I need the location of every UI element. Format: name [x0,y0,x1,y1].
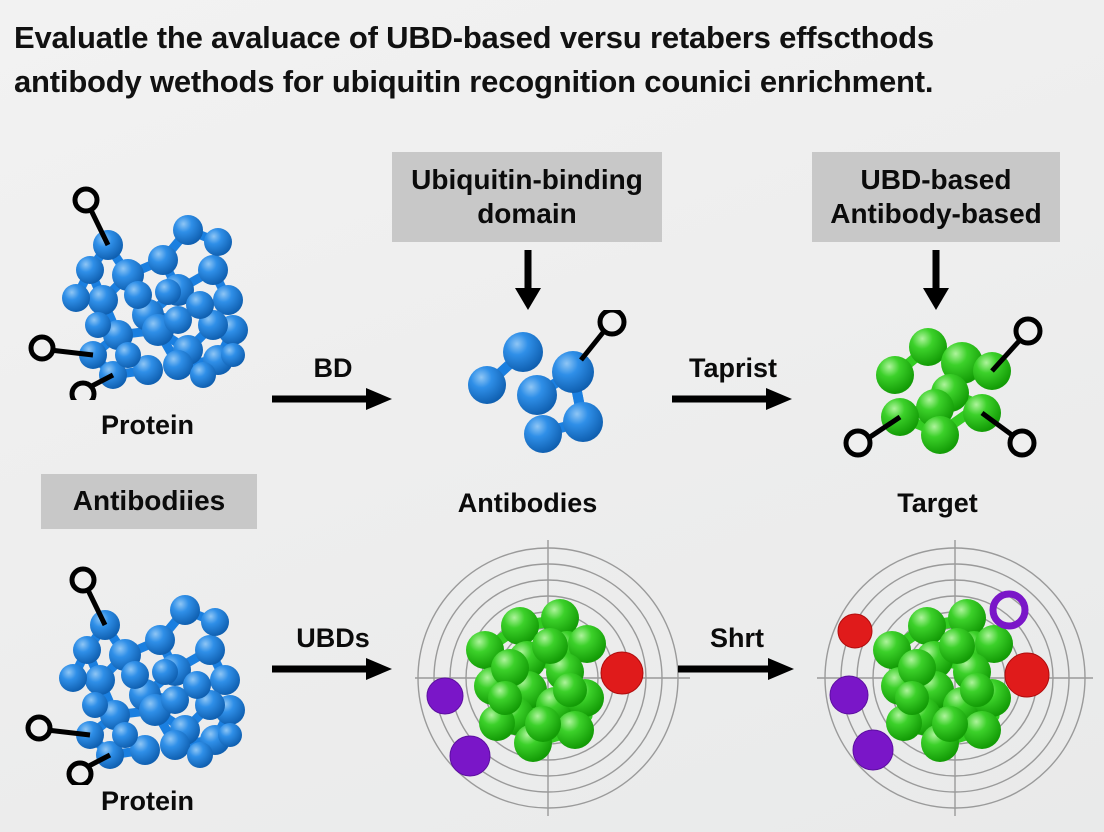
title-line-2: antibody wethods for ubiquitin recogniti… [14,64,934,100]
label-target: Target [897,488,978,518]
arrow-taprist: Taprist [672,355,794,410]
page-title: Evaluatle the avaluace of UBD-based vers… [14,16,1084,104]
down-arrow-ubd-based [923,250,949,310]
box-ubd-based: UBD-based Antibody-based [812,152,1060,242]
box-ubiquitin-binding-domain: Ubiquitin-binding domain [392,152,662,242]
target-structure-green [843,316,1043,458]
box-ubd-line-2: domain [477,198,577,229]
box-ubd-based-line-2: Antibody-based [830,198,1042,229]
box-ubd-line-1: Ubiquitin-binding [411,163,643,195]
polar-plot-center [415,540,690,816]
label-protein-bottom: Protein [100,786,194,816]
title-line-1: Evaluatle the avaluace of UBD-based vers… [14,20,934,55]
label-protein-top: Protein [100,410,194,440]
polar-plot-right [817,540,1093,816]
marker-red-right [600,651,644,695]
arrow-bd: BD [272,355,394,410]
marker-purple-left [829,675,869,715]
box-antibodiies: Antibodiies [41,474,257,529]
arrow-bd-label: BD [313,353,353,383]
down-arrow-ubd [515,250,541,310]
label-antibodies-center: Antibodies [457,488,598,518]
protein-structure-top [28,186,248,400]
arrow-shrt-label: Shrt [710,623,764,653]
arrow-taprist-label: Taprist [688,353,777,383]
marker-purple-lower-left [852,729,894,771]
marker-red-right [1004,652,1050,698]
protein-structure-bottom [25,566,245,785]
antibody-structure-center [468,310,627,453]
box-ubd-based-line-1: UBD-based [860,163,1012,195]
marker-purple-open-ring [989,590,1029,630]
arrow-ubds: UBDs [272,625,394,680]
box-antibodiies-label: Antibodiies [72,485,226,517]
marker-red-upper-left [837,613,873,649]
arrow-ubds-label: UBDs [296,623,370,653]
marker-purple-lower-left [449,735,491,777]
marker-purple-left [426,677,464,715]
arrow-shrt: Shrt [678,625,796,680]
